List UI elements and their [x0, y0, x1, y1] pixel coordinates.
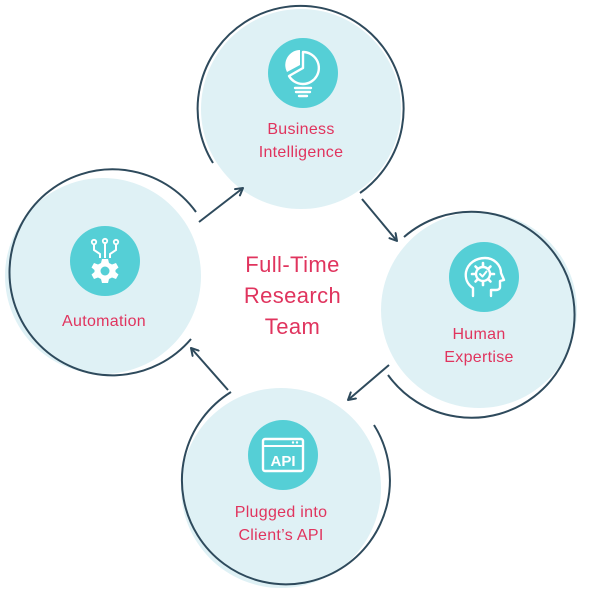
api-window-icon: API: [248, 420, 318, 490]
human-ring: [387, 210, 576, 419]
business-circle: [201, 9, 401, 209]
pie-chart-lightbulb-icon: [268, 38, 338, 108]
business-label-line-2: Intelligence: [258, 144, 344, 161]
center-title-line-1: Full-Time: [245, 252, 340, 277]
api-icon-text: API: [270, 453, 295, 470]
business-ring: [196, 4, 405, 194]
business-intelligence-label: Business Intelligence: [221, 118, 381, 164]
head-gear-icon: [449, 242, 519, 312]
gear-circuit-icon: [70, 226, 140, 296]
arrow-human-to-api: [347, 364, 390, 401]
arrow-business-to-human: [361, 198, 398, 242]
business-label-line-1: Business: [267, 121, 335, 138]
api-label-line-2: Client’s API: [238, 527, 324, 544]
arrow-automation-to-business: [198, 187, 244, 223]
api-label-line-1: Plugged into: [234, 504, 328, 521]
automation-label: Automation: [34, 310, 174, 333]
api-ring: [181, 391, 391, 586]
arrow-api-to-automation: [190, 347, 229, 391]
automation-ring: [8, 168, 197, 377]
center-title: Full-Time Research Team: [200, 249, 385, 342]
human-label-line-2: Expertise: [444, 349, 514, 366]
human-expertise-label: Human Expertise: [409, 323, 549, 369]
center-title-line-3: Team: [264, 314, 321, 339]
human-label-line-1: Human: [452, 326, 506, 343]
automation-label-line-1: Automation: [62, 313, 146, 330]
center-title-line-2: Research: [243, 283, 342, 308]
plugged-into-api-label: Plugged into Client’s API: [196, 501, 366, 547]
